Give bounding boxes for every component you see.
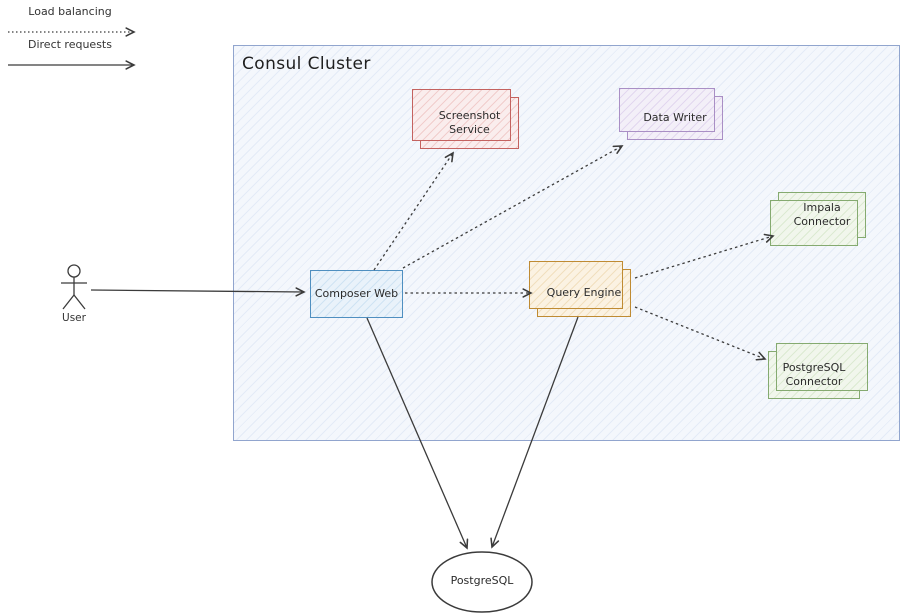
node-postgresql-connector: PostgreSQL Connector <box>768 343 868 399</box>
node-data-writer-label: Data Writer <box>643 110 707 124</box>
node-screenshot-service-label: Screenshot Service <box>438 108 501 136</box>
cluster-title: Consul Cluster <box>242 54 371 74</box>
node-query-engine-label: Query Engine <box>546 285 622 299</box>
node-composer-web-label: Composer Web <box>314 286 399 300</box>
postgresql-database-label: PostgreSQL <box>450 574 514 587</box>
legend-load-balancing-label: Load balancing <box>28 5 112 18</box>
node-composer-web: Composer Web <box>310 270 403 318</box>
node-postgresql-connector-label: PostgreSQL Connector <box>782 360 846 388</box>
node-query-engine: Query Engine <box>529 261 631 317</box>
node-impala-connector-label: Impala Connector <box>793 200 851 228</box>
legend-direct-requests-label: Direct requests <box>28 38 112 51</box>
node-data-writer: Data Writer <box>619 88 723 140</box>
user-label: User <box>62 312 86 324</box>
user-actor-icon <box>61 264 87 310</box>
node-impala-connector: Impala Connector <box>770 192 866 246</box>
node-screenshot-service: Screenshot Service <box>412 89 519 149</box>
